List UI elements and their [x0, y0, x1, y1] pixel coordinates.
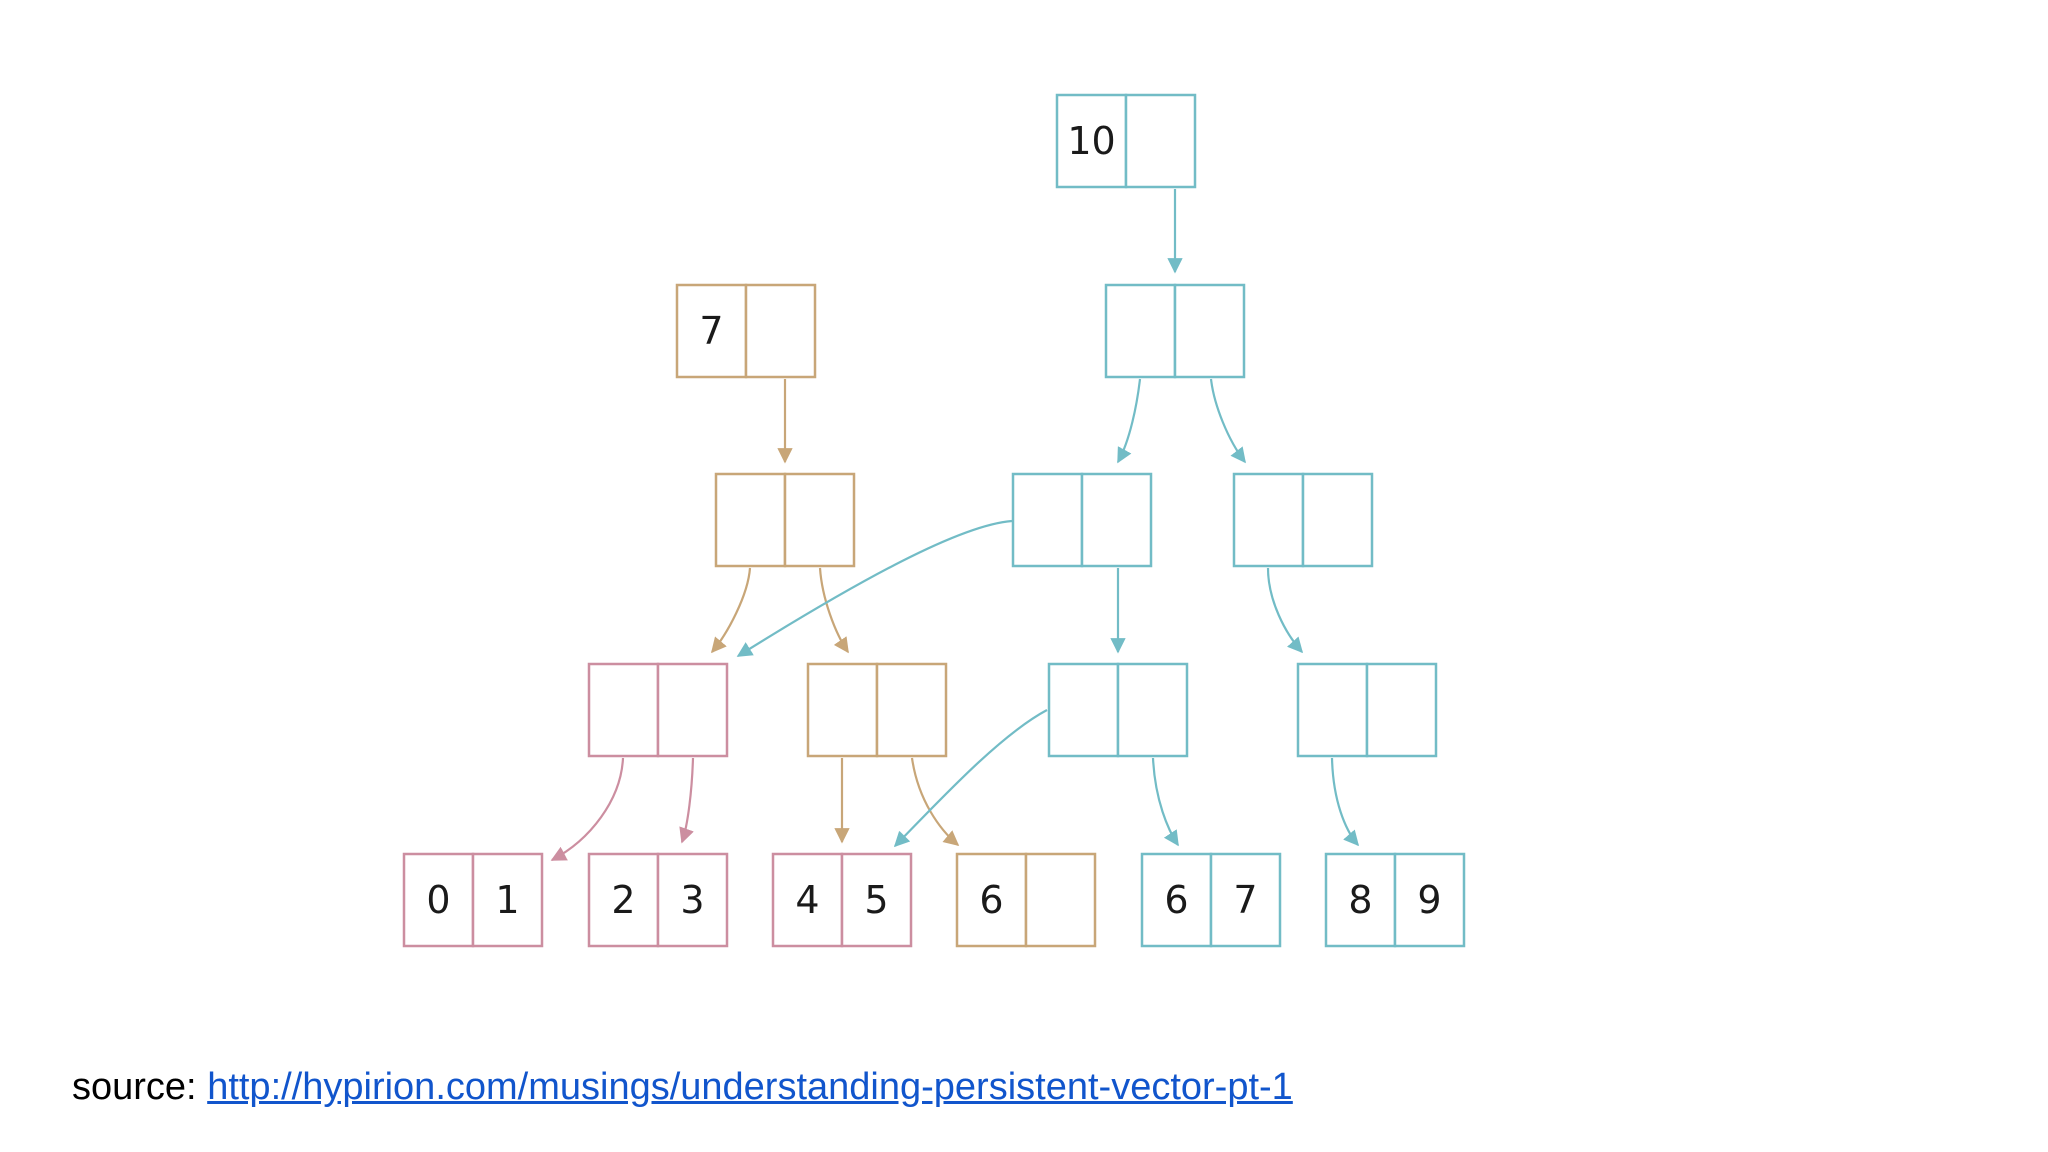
- node-cell: [1047, 662, 1120, 758]
- source-link[interactable]: http://hypirion.com/musings/understandin…: [207, 1066, 1293, 1108]
- node-teal-l1: [1104, 283, 1246, 379]
- edge-teal_l2_right-to-teal_l3_right: [1266, 567, 1304, 654]
- node-cell-value: 10: [1067, 119, 1115, 163]
- node-tan-l3: [806, 662, 948, 758]
- node-root-new: 10: [1055, 93, 1197, 189]
- node-cell: [1055, 93, 1128, 189]
- node-cell: [1301, 472, 1374, 568]
- node-cell-value: 0: [426, 878, 450, 922]
- node-leaf-6: 6: [955, 852, 1097, 948]
- edge-pink_l3-to-leaf_23: [679, 757, 695, 844]
- node-cell: [783, 472, 856, 568]
- node-cell: [1024, 852, 1097, 948]
- edges-layer: [550, 189, 1360, 861]
- node-cell: [1124, 93, 1197, 189]
- edge-teal_l3_right-to-leaf_89: [1330, 757, 1360, 847]
- node-cell-value: 8: [1348, 878, 1372, 922]
- node-cell: [1116, 662, 1189, 758]
- node-cell-value: 6: [1164, 878, 1188, 922]
- node-cell: [1365, 662, 1438, 758]
- edge-tan_l2-to-pink_l3: [711, 567, 752, 654]
- node-cell-value: 3: [680, 878, 704, 922]
- node-teal-l3-mid: [1047, 662, 1189, 758]
- node-pink-l3: [587, 662, 729, 758]
- source-label: source:: [72, 1066, 197, 1108]
- node-teal-l3-right: [1296, 662, 1438, 758]
- node-cell: [587, 662, 660, 758]
- edge-teal_l1-to-teal_l2_left: [1117, 378, 1142, 464]
- node-cell: [1104, 283, 1177, 379]
- node-cell: [840, 852, 913, 948]
- node-teal-l2-left: [1011, 472, 1153, 568]
- node-cell: [955, 852, 1028, 948]
- node-cell: [875, 662, 948, 758]
- node-cell-value: 4: [795, 878, 819, 922]
- node-cell-value: 1: [495, 878, 519, 922]
- node-cell: [1393, 852, 1466, 948]
- node-root-old: 7: [675, 283, 817, 379]
- node-cell-value: 7: [699, 309, 723, 353]
- node-cell: [806, 662, 879, 758]
- edge-tan_l3-to-leaf_6: [910, 757, 960, 846]
- node-cell: [656, 852, 729, 948]
- edge-teal_l2_left-to-pink_l3: [736, 519, 1013, 657]
- edge-teal_l1-to-teal_l2_right: [1209, 378, 1246, 464]
- node-cell-value: 6: [979, 878, 1003, 922]
- node-cell: [744, 283, 817, 379]
- node-cell: [1324, 852, 1397, 948]
- node-cell-value: 7: [1233, 878, 1257, 922]
- node-teal-l2-right: [1232, 472, 1374, 568]
- node-cell: [1080, 472, 1153, 568]
- edge-pink_l3-to-leaf_01: [550, 757, 625, 861]
- node-cell-value: 5: [864, 878, 888, 922]
- node-cell-value: 2: [611, 878, 635, 922]
- edge-teal_l3_mid-to-leaf_45: [893, 709, 1048, 848]
- node-tan-l2: [714, 472, 856, 568]
- node-cell: [771, 852, 844, 948]
- node-cell-value: 9: [1417, 878, 1441, 922]
- node-cell: [1140, 852, 1213, 948]
- node-cell: [675, 283, 748, 379]
- node-cell: [1011, 472, 1084, 568]
- node-cell: [1209, 852, 1282, 948]
- source-citation: source: http://hypirion.com/musings/unde…: [72, 1066, 1293, 1109]
- node-cell: [1232, 472, 1305, 568]
- node-cell: [1173, 283, 1246, 379]
- node-cell: [471, 852, 544, 948]
- node-cell: [1296, 662, 1369, 758]
- edge-teal_l3_mid-to-leaf_67: [1151, 757, 1179, 847]
- node-cell: [656, 662, 729, 758]
- edge-tan_l2-to-tan_l3: [818, 567, 849, 654]
- node-cell: [714, 472, 787, 568]
